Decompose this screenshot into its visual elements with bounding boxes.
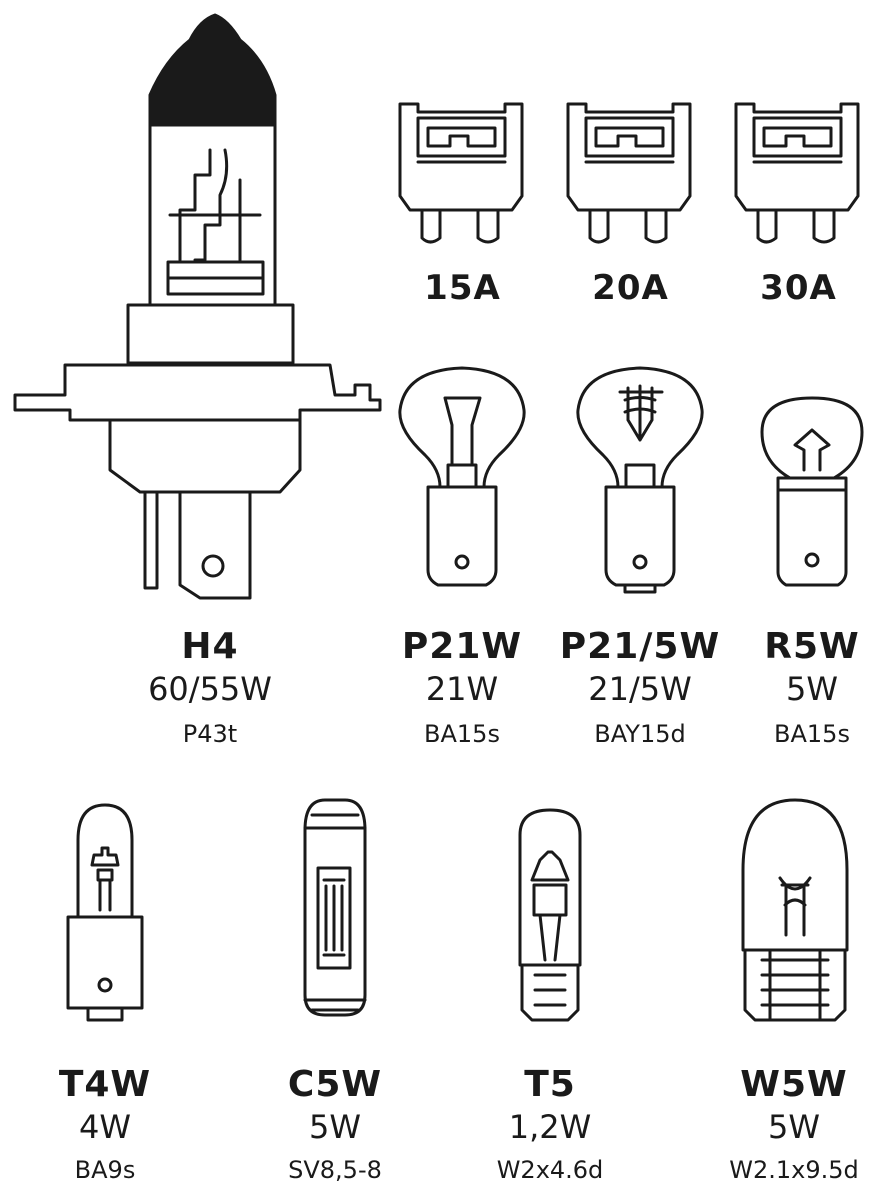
r5w-wattage: 5W — [786, 670, 838, 708]
t4w-bulb-icon — [66, 803, 144, 1022]
p21-5w-name: P21/5W — [559, 626, 721, 667]
h4-base: P43t — [182, 720, 238, 748]
c5w-wattage: 5W — [309, 1108, 361, 1146]
w5w-name: W5W — [740, 1064, 848, 1105]
h4-bulb-icon — [13, 13, 382, 600]
h4-wattage: 60/55W — [148, 670, 272, 708]
fuse-15a-label: 15A — [424, 268, 501, 308]
t5-name: T5 — [524, 1064, 576, 1105]
p21-5w-base: BAY15d — [594, 720, 686, 748]
fuse-15a-icon — [398, 102, 524, 244]
t5-bulb-icon — [518, 808, 582, 1022]
w5w-base: W2.1x9.5d — [729, 1156, 859, 1184]
c5w-name: C5W — [287, 1064, 383, 1105]
r5w-bulb-icon — [760, 396, 864, 587]
t4w-base: BA9s — [74, 1156, 136, 1184]
p21w-bulb-icon — [398, 366, 526, 587]
h4-name: H4 — [181, 626, 239, 667]
t4w-name: T4W — [58, 1064, 152, 1105]
p21w-wattage: 21W — [425, 670, 499, 708]
fuse-30a-icon — [734, 102, 860, 244]
w5w-wattage: 5W — [768, 1108, 820, 1146]
fuse-20a-icon — [566, 102, 692, 244]
p21-5w-bulb-icon — [576, 366, 704, 594]
p21w-base: BA15s — [424, 720, 500, 748]
t5-base: W2x4.6d — [496, 1156, 604, 1184]
fuse-30a-label: 30A — [760, 268, 837, 308]
c5w-bulb-icon — [303, 798, 367, 1017]
p21w-name: P21W — [401, 626, 523, 667]
t5-wattage: 1,2W — [508, 1108, 592, 1146]
p21-5w-wattage: 21/5W — [588, 670, 692, 708]
r5w-base: BA15s — [774, 720, 850, 748]
c5w-base: SV8,5-8 — [288, 1156, 382, 1184]
w5w-bulb-icon — [741, 798, 849, 1022]
r5w-name: R5W — [764, 626, 860, 667]
fuse-20a-label: 20A — [592, 268, 669, 308]
t4w-wattage: 4W — [79, 1108, 131, 1146]
